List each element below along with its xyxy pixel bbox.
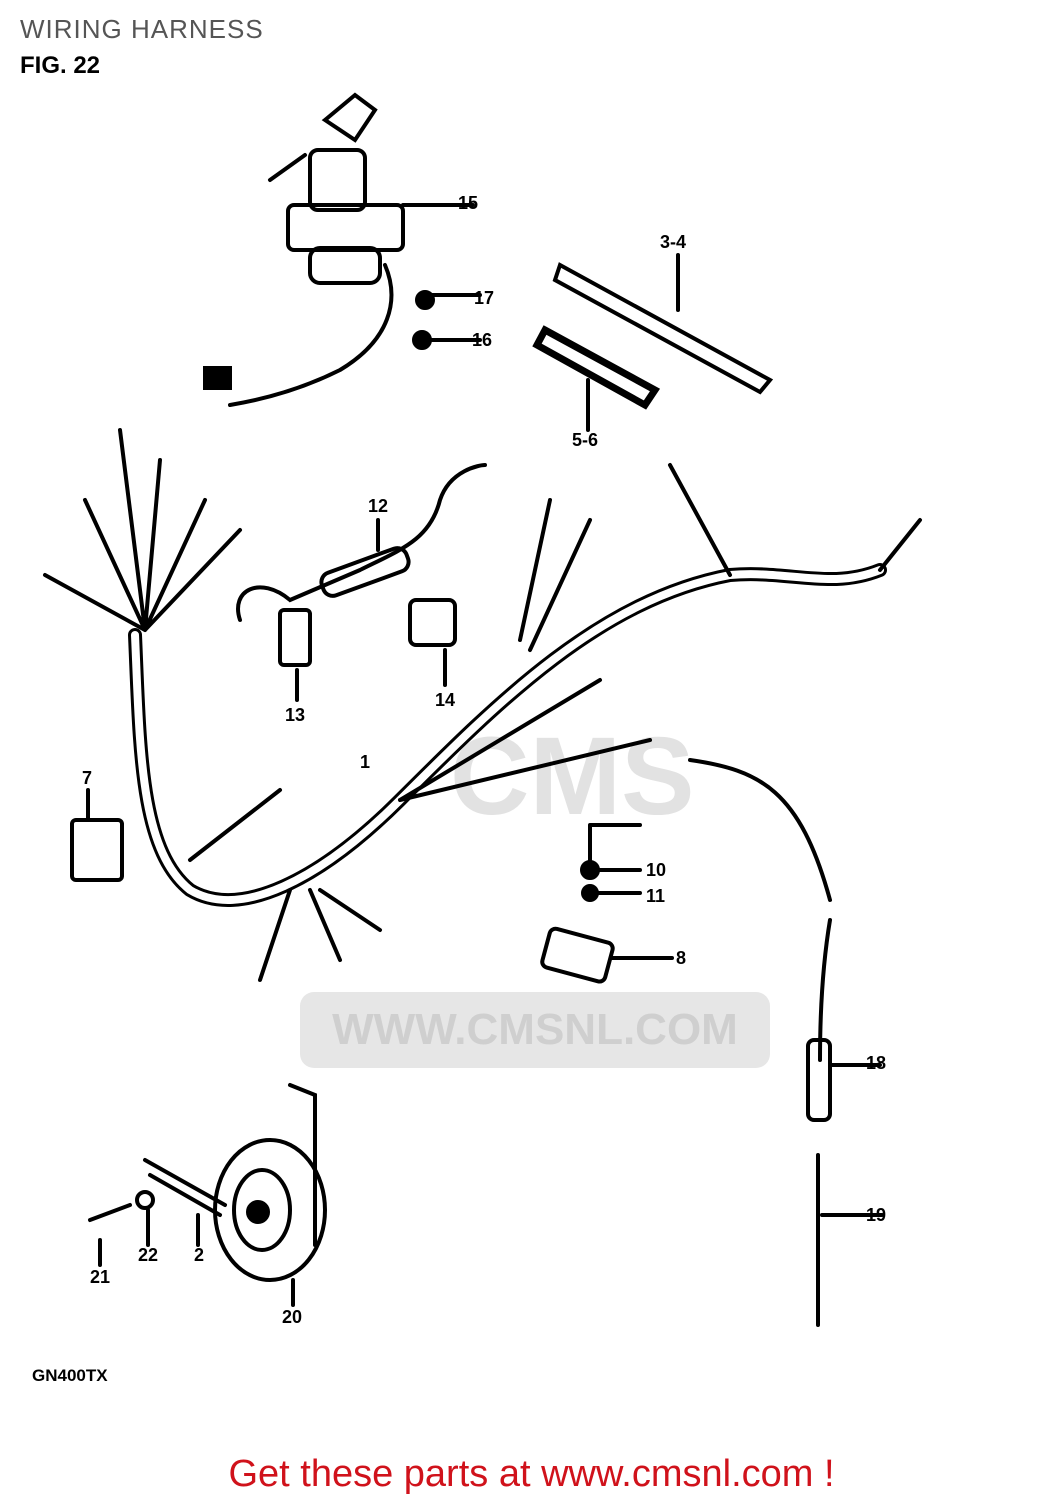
harness-strips [532,253,774,432]
main-harness [43,428,922,1327]
model-code: GN400TX [32,1366,108,1385]
callout-7: 7 [82,768,93,788]
callout-8: 8 [676,948,687,968]
callout-17: 17 [474,288,495,308]
callout-16: 16 [472,330,493,350]
callout-3-4: 3-4 [660,232,687,252]
bolts-clamp [540,823,674,984]
callout-12: 12 [368,496,389,516]
callout-5-6: 5-6 [572,430,599,450]
callout-11: 11 [646,886,666,906]
callout-14: 14 [435,690,456,710]
callout-2: 2 [194,1245,205,1265]
callout-15: 15 [458,193,479,213]
callout-18: 18 [866,1053,887,1073]
page-title: WIRING HARNESS [20,14,264,44]
callout-10: 10 [646,860,667,880]
callout-19: 19 [866,1205,887,1225]
figure-label: FIG. 22 [20,52,101,79]
watermark-url: WWW.CMSNL.COM [300,992,770,1068]
horn [88,1083,327,1307]
callout-22: 22 [138,1245,159,1265]
fuse-holder [236,463,487,702]
callout-13: 13 [285,705,306,725]
callout-20: 20 [282,1307,303,1327]
callout-21: 21 [90,1267,111,1287]
ignition-switch [203,92,482,407]
callout-1: 1 [360,752,371,772]
footer-link[interactable]: Get these parts at www.cmsnl.com ! [228,1453,835,1495]
